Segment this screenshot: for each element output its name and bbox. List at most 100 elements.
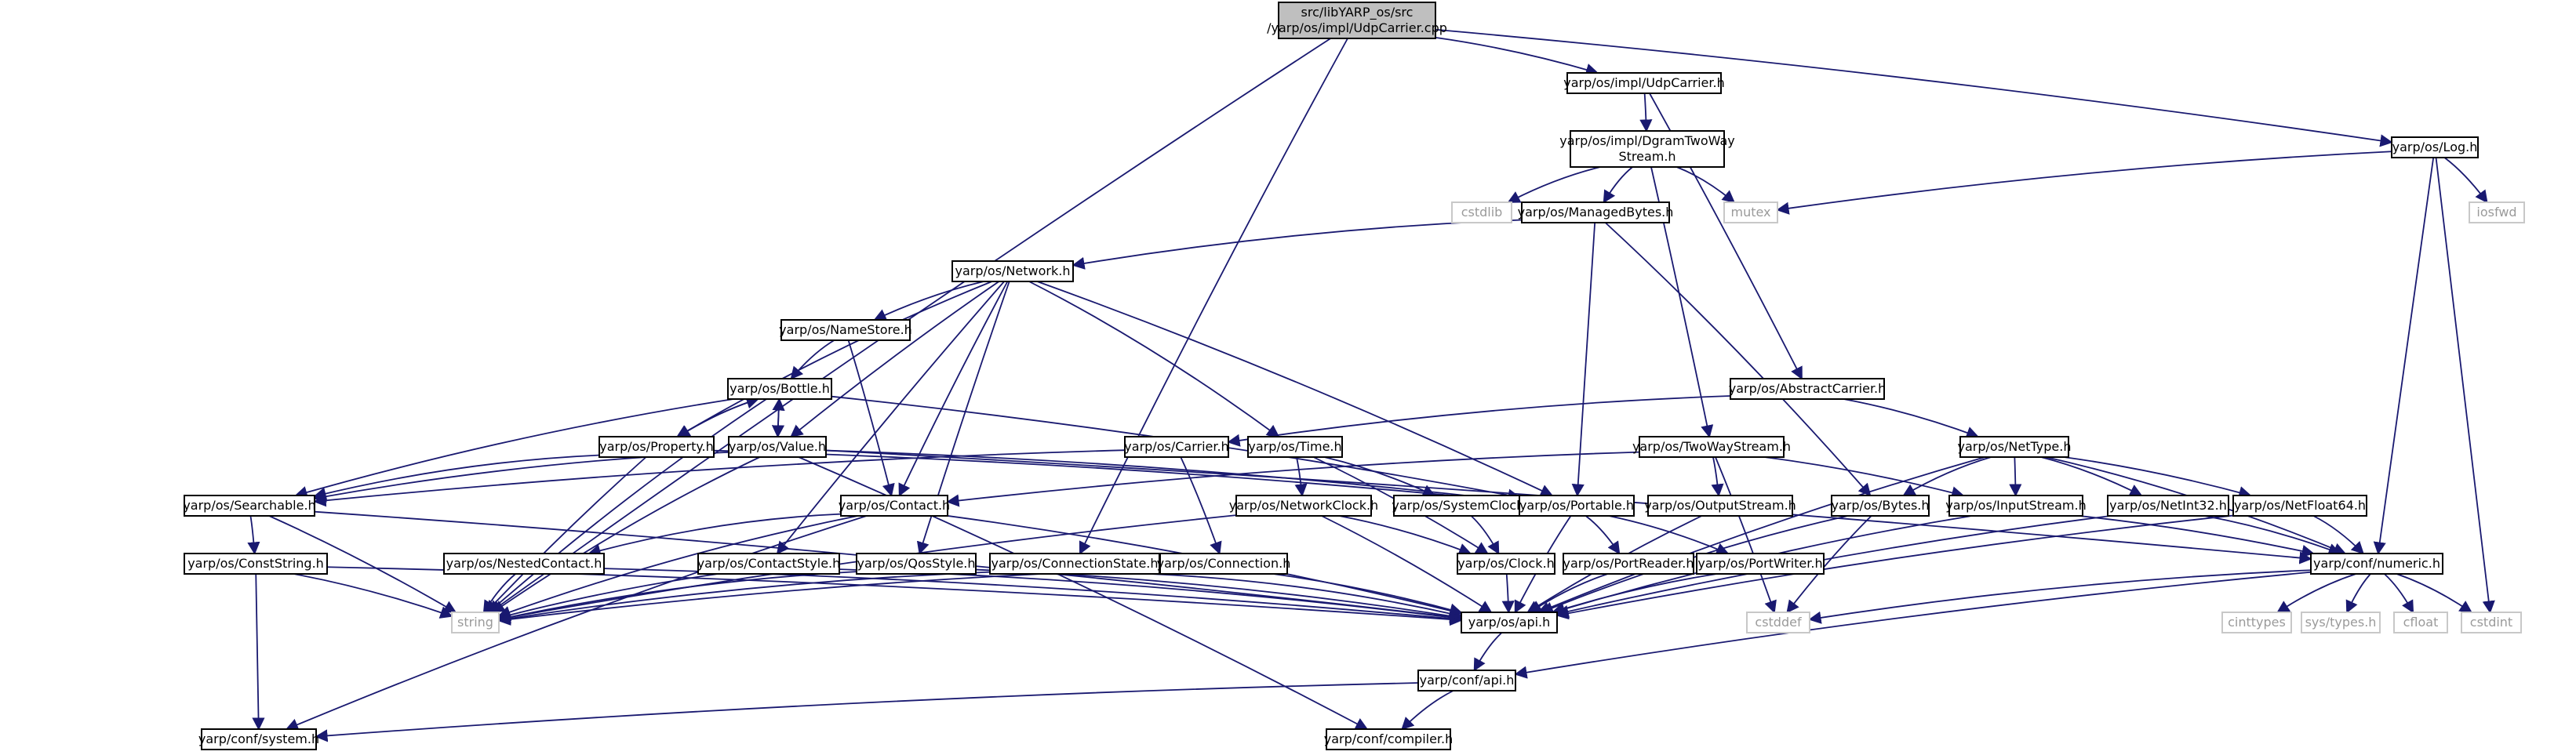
edge-contact-to-system <box>285 515 867 731</box>
node-label-root: /yarp/os/impl/UdpCarrier.cpp <box>1267 20 1447 35</box>
edge-portwriter-to-api_os <box>1551 573 1717 615</box>
node-nettype[interactable]: yarp/os/NetType.h <box>1958 436 2072 458</box>
edge-udpcarrier_h-to-dgram <box>1639 93 1653 132</box>
edge-namestore-to-bottle <box>790 339 835 380</box>
node-label-root: src/libYARP_os/src <box>1301 5 1414 20</box>
node-label-bottle: yarp/os/Bottle.h <box>730 381 830 396</box>
node-label-log_h: yarp/os/Log.h <box>2392 140 2478 154</box>
edge-network-to-time <box>1028 281 1280 437</box>
edge-api_conf-to-compiler <box>1401 690 1454 731</box>
edge-time-to-systemclock <box>1324 456 1436 497</box>
node-label-dgram: Stream.h <box>1618 149 1675 164</box>
node-box-systypes <box>2301 612 2381 633</box>
node-label-conststring: yarp/os/ConstString.h <box>187 556 324 571</box>
node-box-cfloat <box>2393 612 2448 633</box>
node-property[interactable]: yarp/os/Property.h <box>599 436 715 458</box>
node-portable[interactable]: yarp/os/Portable.h <box>1519 495 1635 517</box>
edge-api_os-to-api_conf <box>1473 632 1503 672</box>
edge-network-to-value <box>790 281 1000 438</box>
node-portwriter[interactable]: yarp/os/PortWriter.h <box>1696 553 1825 575</box>
node-time[interactable]: yarp/os/Time.h <box>1247 436 1343 458</box>
edges-layer <box>247 28 2495 742</box>
node-log_h[interactable]: yarp/os/Log.h <box>2391 136 2479 158</box>
edge-dgram-to-cstdlib <box>1507 166 1601 203</box>
edge-nettype-to-api_os <box>1537 456 1985 614</box>
node-netint32[interactable]: yarp/os/NetInt32.h <box>2107 495 2229 517</box>
node-systemclock[interactable]: yarp/os/SystemClock.h <box>1392 495 1536 517</box>
edge-contact-to-nestedcontact <box>588 513 842 557</box>
edge-dgram-to-mutex <box>1676 166 1736 204</box>
node-value[interactable]: yarp/os/Value.h <box>728 436 827 458</box>
node-label-portreader: yarp/os/PortReader.h <box>1563 556 1694 571</box>
node-api_conf[interactable]: yarp/conf/api.h <box>1417 670 1516 691</box>
node-conststring[interactable]: yarp/os/ConstString.h <box>184 553 328 575</box>
edge-portable-to-portwriter <box>1608 515 1730 555</box>
node-twowaystream[interactable]: yarp/os/TwoWayStream.h <box>1632 436 1791 458</box>
node-mutex: mutex <box>1723 201 1778 223</box>
node-qosstyle[interactable]: yarp/os/QosStyle.h <box>856 553 977 575</box>
node-namestore[interactable]: yarp/os/NameStore.h <box>779 319 912 341</box>
node-carrier[interactable]: yarp/os/Carrier.h <box>1124 436 1229 458</box>
node-nestedcontact[interactable]: yarp/os/NestedContact.h <box>443 553 605 575</box>
node-label-netfloat64: yarp/os/NetFloat64.h <box>2234 498 2366 513</box>
node-box-dgram <box>1570 130 1725 168</box>
node-root[interactable]: src/libYARP_os/src/yarp/os/impl/UdpCarri… <box>1267 2 1447 39</box>
node-label-twowaystream: yarp/os/TwoWayStream.h <box>1632 439 1791 454</box>
node-inputstream[interactable]: yarp/os/InputStream.h <box>1945 495 2087 517</box>
edge-netfloat64-to-api_os <box>1555 514 2234 620</box>
node-network[interactable]: yarp/os/Network.h <box>951 260 1074 282</box>
edge-connectionstate-to-string <box>497 571 991 625</box>
node-api_os[interactable]: yarp/os/api.h <box>1461 612 1558 633</box>
node-box-managedbytes <box>1521 201 1670 223</box>
node-box-cinttypes <box>2221 612 2292 633</box>
node-string: string <box>451 612 500 633</box>
node-label-system: yarp/conf/system.h <box>198 731 319 746</box>
node-label-network: yarp/os/Network.h <box>955 263 1071 278</box>
edge-connection-to-api_os <box>1272 573 1463 616</box>
node-box-log_h <box>2391 136 2479 158</box>
node-label-api_os: yarp/os/api.h <box>1468 615 1551 630</box>
edge-portable-to-portreader <box>1585 515 1621 555</box>
nodes-layer: src/libYARP_os/src/yarp/os/impl/UdpCarri… <box>183 2 2525 750</box>
node-iosfwd: iosfwd <box>2469 201 2525 223</box>
node-contact[interactable]: yarp/os/Contact.h <box>839 495 950 517</box>
node-clock[interactable]: yarp/os/Clock.h <box>1457 553 1555 575</box>
node-box-udpcarrier_h <box>1566 72 1722 94</box>
node-outputstream[interactable]: yarp/os/OutputStream.h <box>1644 495 1796 517</box>
edge-bytes-to-cstddef <box>1786 515 1872 614</box>
edge-conststring-to-string <box>293 573 453 619</box>
node-portreader[interactable]: yarp/os/PortReader.h <box>1563 553 1694 575</box>
edge-numeric-to-cstddef <box>1808 569 2312 624</box>
node-bytes[interactable]: yarp/os/Bytes.h <box>1831 495 1930 517</box>
node-box-compiler <box>1326 728 1451 750</box>
node-box-abstractcarrier <box>1730 378 1885 400</box>
node-box-outputstream <box>1647 495 1793 517</box>
node-box-networkclock <box>1235 495 1372 517</box>
node-box-portwriter <box>1696 553 1825 575</box>
node-box-system <box>201 728 317 750</box>
node-label-cfloat: cfloat <box>2403 615 2439 630</box>
edge-contactstyle-to-string <box>497 573 719 622</box>
edge-network-to-contactstyle <box>776 281 1005 555</box>
node-networkclock[interactable]: yarp/os/NetworkClock.h <box>1229 495 1378 517</box>
node-netfloat64[interactable]: yarp/os/NetFloat64.h <box>2232 495 2367 517</box>
node-udpcarrier_h[interactable]: yarp/os/impl/UdpCarrier.h <box>1563 72 1725 94</box>
edge-bottle-to-searchable <box>294 398 734 499</box>
node-system[interactable]: yarp/conf/system.h <box>198 728 319 750</box>
edge-root-to-udpcarrier_h <box>1435 36 1599 76</box>
node-label-searchable: yarp/os/Searchable.h <box>183 498 315 513</box>
node-label-systemclock: yarp/os/SystemClock.h <box>1392 498 1535 513</box>
node-managedbytes[interactable]: yarp/os/ManagedBytes.h <box>1518 201 1674 223</box>
node-abstractcarrier[interactable]: yarp/os/AbstractCarrier.h <box>1729 378 1887 400</box>
edge-abstractcarrier-to-nettype <box>1843 398 1980 439</box>
node-compiler[interactable]: yarp/conf/compiler.h <box>1324 728 1454 750</box>
node-connectionstate[interactable]: yarp/os/ConnectionState.h <box>989 553 1160 575</box>
node-searchable[interactable]: yarp/os/Searchable.h <box>183 495 316 517</box>
edge-numeric-to-cstdint <box>2396 573 2473 613</box>
node-bottle[interactable]: yarp/os/Bottle.h <box>727 378 832 400</box>
node-connection[interactable]: yarp/os/Connection.h <box>1157 553 1291 575</box>
node-contactstyle[interactable]: yarp/os/ContactStyle.h <box>697 553 841 575</box>
node-numeric[interactable]: yarp/conf/numeric.h <box>2310 553 2443 575</box>
